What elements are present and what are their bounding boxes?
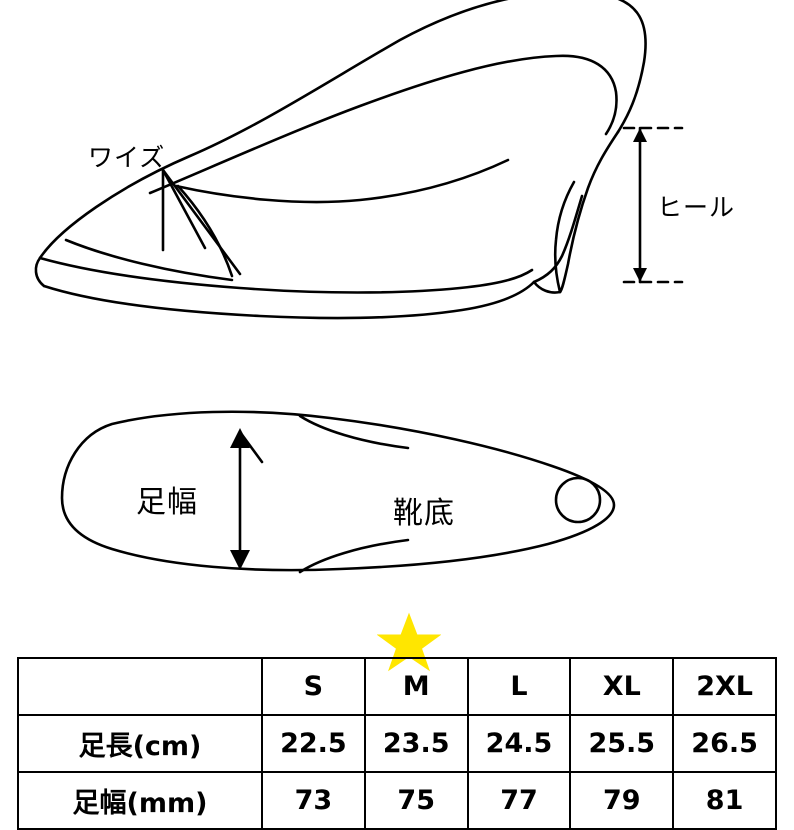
pump-side-view-illustration <box>34 0 684 320</box>
column-header-2xl: 2XL <box>672 657 777 716</box>
outsole-bottom-view-illustration <box>60 410 616 574</box>
size-table-container: S M L XL 2XL 足長(cm) 22.5 23.5 24.5 25.5 … <box>17 657 777 830</box>
column-header-s: S <box>261 657 366 716</box>
foot-width-label: 足幅 <box>136 485 198 520</box>
cell-foot-length-m: 23.5 <box>363 714 469 773</box>
cell-foot-width-s: 73 <box>261 771 366 830</box>
star-icon <box>377 612 441 672</box>
cell-foot-width-l: 77 <box>466 771 572 830</box>
width-pointer-arrow-icon <box>161 168 242 278</box>
table-row: 足長(cm) 22.5 23.5 24.5 25.5 26.5 <box>17 714 777 773</box>
table-corner-cell <box>17 657 263 716</box>
column-header-m: M <box>363 657 469 716</box>
shoe-diagram <box>34 0 684 574</box>
column-header-xl: XL <box>569 657 675 716</box>
cell-foot-length-l: 24.5 <box>466 714 572 773</box>
cell-foot-width-xl: 79 <box>569 771 675 830</box>
heel-label: ヒール <box>657 193 736 222</box>
size-table: S M L XL 2XL 足長(cm) 22.5 23.5 24.5 25.5 … <box>17 657 777 830</box>
size-chart-page: ワイズ ヒール 足幅 靴底 S M L XL 2XL 足長(cm) 22.5 2… <box>17 0 777 830</box>
table-header-row: S M L XL 2XL <box>17 657 777 716</box>
width-label: ワイズ <box>88 143 166 172</box>
sole-label: 靴底 <box>393 496 455 531</box>
cell-foot-length-xl: 25.5 <box>569 714 675 773</box>
row-label-foot-length: 足長(cm) <box>17 714 263 773</box>
heel-dimension-arrow-icon <box>622 126 684 284</box>
cell-foot-width-m: 75 <box>363 771 469 830</box>
foot-width-arrow-icon <box>230 428 264 570</box>
cell-foot-length-s: 22.5 <box>261 714 366 773</box>
table-row: 足幅(mm) 73 75 77 79 81 <box>17 771 777 830</box>
column-header-l: L <box>466 657 572 716</box>
row-label-foot-width: 足幅(mm) <box>17 771 263 830</box>
cell-foot-length-2xl: 26.5 <box>672 714 777 773</box>
cell-foot-width-2xl: 81 <box>672 771 777 830</box>
